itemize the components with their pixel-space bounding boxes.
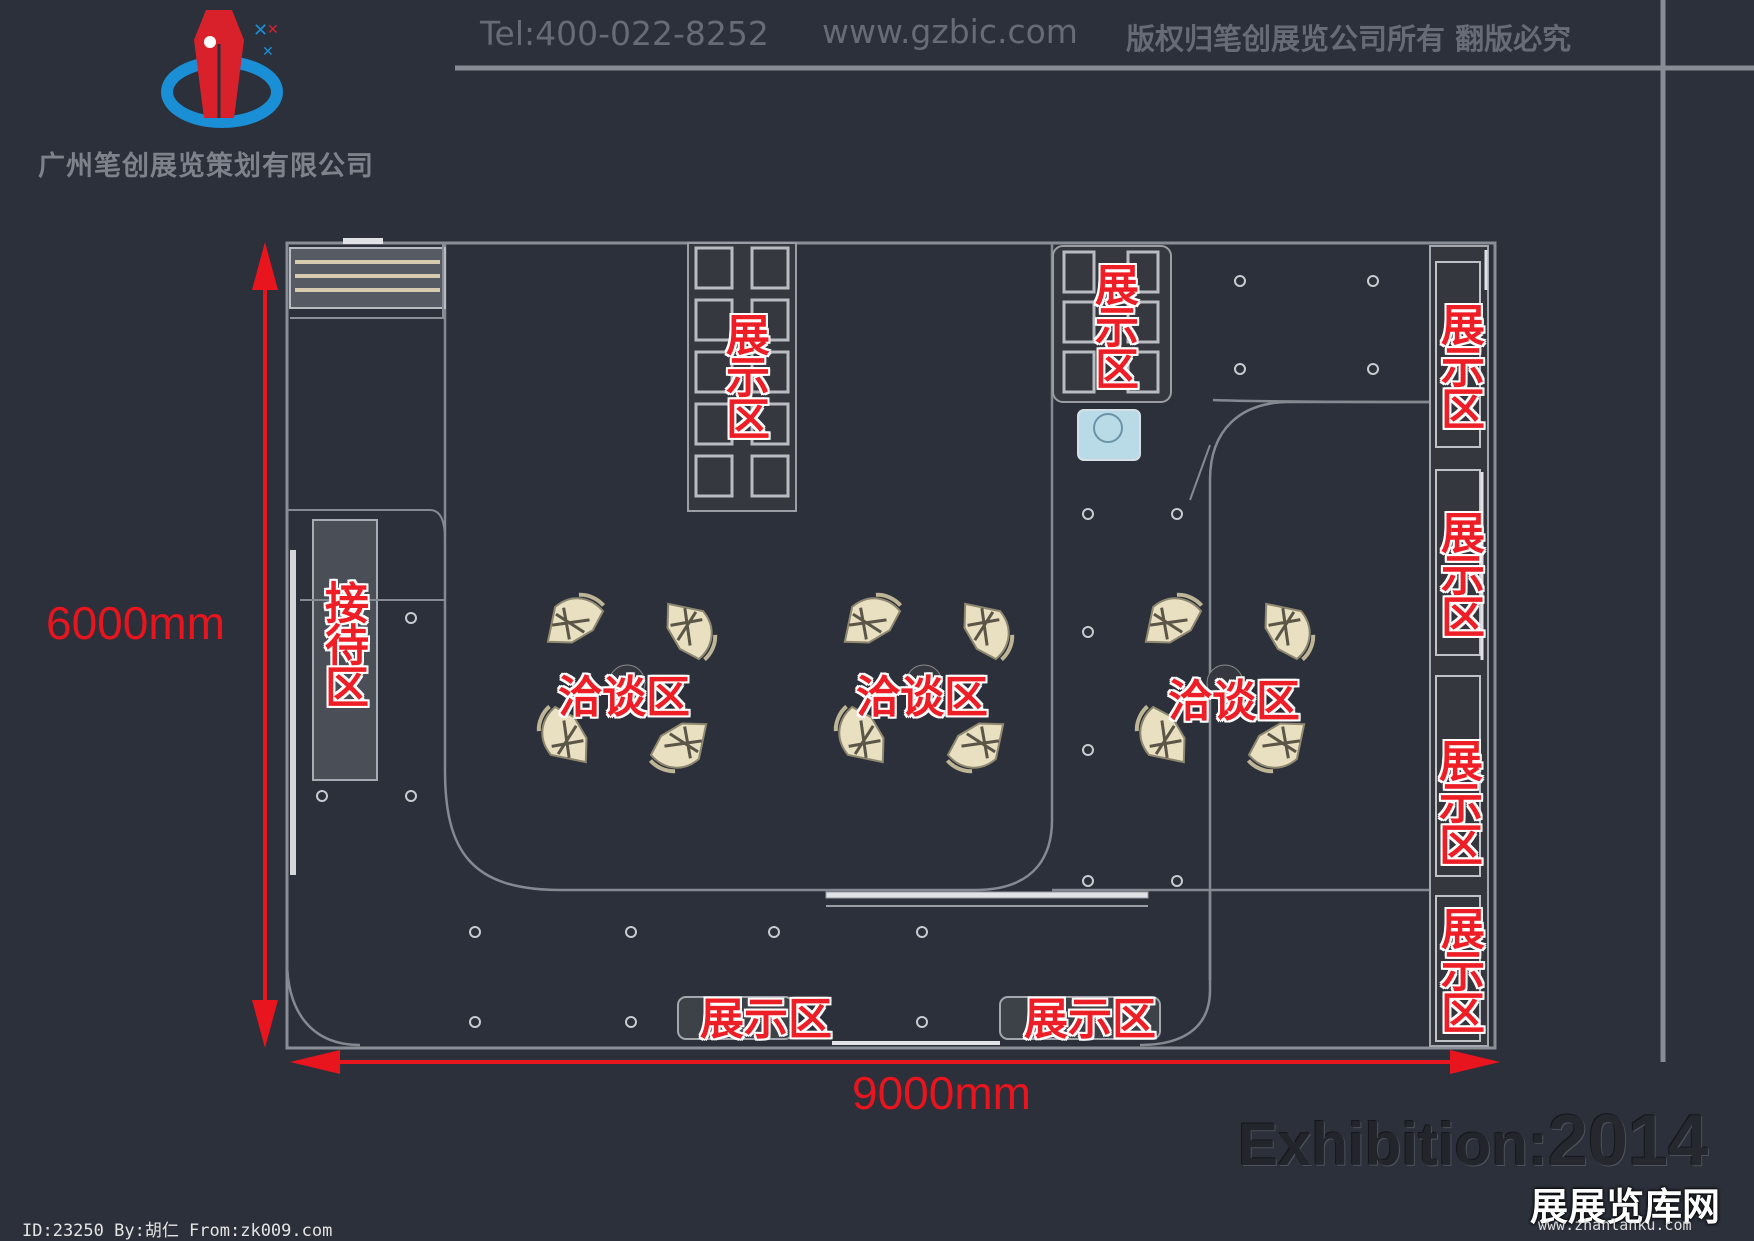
zone-label-display: 展示区 <box>718 312 769 438</box>
watermark-logo: 展展览库网 <box>1530 1185 1721 1229</box>
zone-label-reception: 接待区 <box>317 580 368 706</box>
logo-nib-hole <box>204 36 216 48</box>
dimension-label-height: 6000mm <box>46 597 225 649</box>
reception-desk <box>312 519 378 781</box>
display-shelf-top-center <box>687 242 797 512</box>
negotiation-table-set <box>524 580 730 786</box>
display-shelf-top-right <box>1052 245 1172 403</box>
header-tel: Tel:400-022-8252 <box>480 14 769 53</box>
spotlight-icon <box>316 275 1379 1028</box>
display-wall-right <box>1429 245 1489 1047</box>
display-counter-bottom-right <box>999 996 1161 1040</box>
dimension-arrow-horizontal <box>290 1050 1500 1074</box>
zone-label-display: 展示区 <box>1433 510 1484 636</box>
water-dispenser <box>1077 409 1141 461</box>
exhibition-year: 2014 <box>1547 1101 1709 1181</box>
dimension-label-width: 9000mm <box>852 1067 1031 1119</box>
right-lower-edge <box>1139 890 1212 1047</box>
reception-panel-edge <box>287 509 446 600</box>
dimension-arrow-vertical <box>252 242 278 1048</box>
header-website: www.gzbic.com <box>822 12 1078 51</box>
zone-label-display: 展示区 <box>1087 262 1138 388</box>
angled-line <box>1189 444 1211 501</box>
exhibition-word: Exhibition <box>1238 1111 1528 1178</box>
right-platform-edge <box>1208 400 1430 980</box>
watermark-url: www.zhanlanku.com <box>1538 1216 1692 1234</box>
header-copyright: 版权归笔创展览公司所有 翻版必究 <box>1126 22 1572 56</box>
platform-light-strip <box>825 891 1149 899</box>
exhibition-branding: Exhibition:2014 <box>1238 1100 1708 1182</box>
logo-star-icon: ✕ <box>267 22 279 38</box>
zone-label-negotiation: 洽谈区 <box>558 672 690 723</box>
zone-label-display: 展示区 <box>1433 906 1484 1032</box>
company-logo-icon: ✕ ✕ ✕ <box>161 10 283 128</box>
negotiation-table-set <box>1122 580 1328 786</box>
display-counter-bottom-left <box>677 996 794 1040</box>
booth-outline <box>285 241 1497 1050</box>
central-platform-edge <box>443 243 1054 892</box>
bottom-light-strip <box>832 1041 1000 1045</box>
zone-label-negotiation: 洽谈区 <box>1168 676 1300 727</box>
zone-label-display: 展示区 <box>700 994 832 1045</box>
footer-credit: ID:23250 By:胡仁 From:zk009.com <box>22 1221 333 1241</box>
logo-star-icon: ✕ <box>253 20 268 41</box>
entrance-marker <box>343 238 383 244</box>
logo-star-icon: ✕ <box>262 44 274 60</box>
corner-curve <box>285 959 361 1047</box>
reception-wall-panel <box>290 550 296 875</box>
negotiation-table-set <box>821 580 1027 786</box>
company-name: 广州笔创展览策划有限公司 <box>38 151 374 182</box>
zone-label-display: 展示区 <box>1433 302 1484 428</box>
exhibition-separator: : <box>1527 1111 1548 1178</box>
zone-label-display: 展示区 <box>1024 994 1156 1045</box>
zone-label-display: 展示区 <box>1431 738 1482 864</box>
zone-label-negotiation: 洽谈区 <box>856 672 988 723</box>
